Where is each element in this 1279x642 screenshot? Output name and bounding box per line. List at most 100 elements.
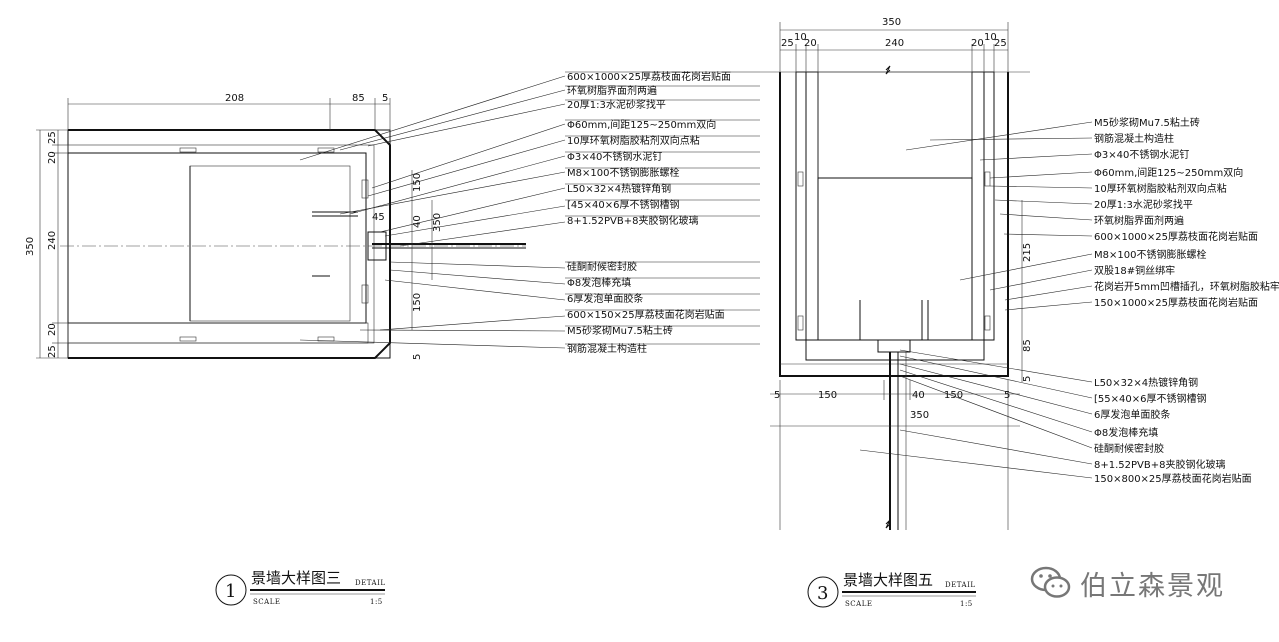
detail3-callouts-bottom: L50×32×4热镀锌角钢 [55×40×6厚不锈钢槽钢 6厚发泡单面胶条 Φ8… bbox=[1094, 376, 1252, 485]
detail3-callout: 10厚环氧树脂胶粘剂双向点粘 bbox=[1094, 182, 1227, 195]
detail1-concrete-column bbox=[189, 165, 351, 322]
detail3-callout: 20厚1:3水泥砂浆找平 bbox=[1094, 198, 1193, 211]
detail3-dim-top-6: 10 bbox=[984, 32, 997, 43]
detail1-callouts-bottom: 硅酮耐候密封胶 Φ8发泡棒充填 6厚发泡单面胶条 600×150×25厚荔枝面花… bbox=[567, 260, 725, 355]
detail1-mortar-layer bbox=[67, 144, 375, 344]
detail3-dim-top-5: 20 bbox=[971, 38, 984, 49]
detail1-detail-label: DETAIL bbox=[355, 579, 385, 587]
detail1-dim-right-2: 45 bbox=[372, 212, 385, 223]
detail1-dim-left-5: 25 bbox=[47, 345, 58, 358]
detail1-callout: M5砂浆砌Mu7.5粘土砖 bbox=[567, 324, 673, 337]
detail1-dim-right-6: 5 bbox=[412, 354, 423, 360]
detail3-dim-top-2: 10 bbox=[794, 32, 807, 43]
detail3-number: 3 bbox=[817, 583, 828, 604]
detail3-dim-bottom-5: 5 bbox=[1004, 390, 1010, 401]
detail3-callouts-right: M5砂浆砌Mu7.5粘土砖 钢筋混凝土构造柱 Φ3×40不锈钢水泥钉 Φ60mm… bbox=[1094, 116, 1279, 309]
detail3-dim-right-3: 5 bbox=[1022, 376, 1033, 382]
detail3-callout: Φ8发泡棒充填 bbox=[1094, 426, 1158, 439]
detail3-scale: 1:5 bbox=[960, 600, 973, 608]
detail3-dim-top-4: 240 bbox=[885, 38, 904, 49]
watermark-text: 伯立森景观 bbox=[1080, 570, 1225, 602]
detail1-title: 景墙大样图三 bbox=[251, 569, 341, 587]
detail1-callout: 600×1000×25厚荔枝面花岗岩贴面 bbox=[567, 70, 731, 83]
detail1-callout: 钢筋混凝土构造柱 bbox=[567, 342, 647, 355]
detail1-callout: 8+1.52PVB+8夹胶钢化玻璃 bbox=[567, 214, 698, 227]
detail1-callout: Φ3×40不锈钢水泥钉 bbox=[567, 150, 662, 163]
detail1-number-circle bbox=[215, 574, 247, 606]
wechat-icon bbox=[1030, 566, 1071, 598]
detail1-callout: 600×150×25厚荔枝面花岗岩贴面 bbox=[567, 308, 725, 321]
detail3-callout: 600×1000×25厚荔枝面花岗岩贴面 bbox=[1094, 230, 1258, 243]
detail1-callout: 环氧树脂界面剂两遍 bbox=[567, 84, 657, 97]
detail3-callout: 150×800×25厚荔枝面花岗岩贴面 bbox=[1094, 472, 1252, 485]
detail3-dim-bottom-1: 5 bbox=[774, 390, 780, 401]
detail1-scale-label: SCALE bbox=[253, 598, 280, 606]
detail3-callout: Φ3×40不锈钢水泥钉 bbox=[1094, 148, 1189, 161]
detail3-callout: 花岗岩开5mm凹槽插孔，环氧树脂胶粘牢 bbox=[1094, 280, 1279, 293]
detail3-channel-steel bbox=[877, 339, 911, 353]
detail3-stone-cladding bbox=[779, 72, 1009, 377]
detail3-callout: 钢筋混凝土构造柱 bbox=[1094, 132, 1174, 145]
detail1-dim-top-2: 85 bbox=[352, 93, 365, 104]
detail3-callout: 8+1.52PVB+8夹胶钢化玻璃 bbox=[1094, 458, 1225, 471]
detail3-dim-right-1: 215 bbox=[1022, 243, 1033, 262]
detail3-callout: 双股18#铜丝绑牢 bbox=[1094, 264, 1175, 277]
detail1-callouts-top: 600×1000×25厚荔枝面花岗岩贴面 环氧树脂界面剂两遍 20厚1:3水泥砂… bbox=[567, 70, 731, 227]
detail1-dim-top-3: 5 bbox=[382, 93, 388, 104]
detail3-callout: L50×32×4热镀锌角钢 bbox=[1094, 376, 1198, 389]
detail3-brick-wall-right bbox=[971, 71, 995, 341]
detail3-number-circle bbox=[807, 576, 839, 608]
detail3-callout: 环氧树脂界面剂两遍 bbox=[1094, 214, 1184, 227]
detail1-dim-right-1: 150 bbox=[412, 173, 423, 192]
detail1-dim-right-5: 150 bbox=[412, 293, 423, 312]
detail1-dim-left-2: 20 bbox=[47, 151, 58, 164]
detail1-brick-wall bbox=[67, 152, 367, 324]
detail1-number: 1 bbox=[225, 581, 236, 602]
detail-1-drawing: 208 85 5 350 25 20 240 20 25 150 45 40 3… bbox=[25, 70, 760, 606]
detail1-dim-left-1: 25 bbox=[47, 131, 58, 144]
detail3-dim-bottom-4: 150 bbox=[944, 390, 963, 401]
detail1-dim-left-3: 240 bbox=[47, 231, 58, 250]
detail3-title-block: 3 景墙大样图五 DETAIL SCALE 1:5 bbox=[807, 571, 976, 608]
detail1-stone-cladding bbox=[67, 129, 391, 359]
detail3-brick-wall-left bbox=[795, 71, 819, 341]
detail3-detail-label: DETAIL bbox=[945, 581, 975, 589]
detail3-callout: 6厚发泡单面胶条 bbox=[1094, 408, 1170, 421]
detail3-concrete-column bbox=[817, 177, 973, 341]
detail1-dim-right-3: 40 bbox=[412, 215, 423, 228]
detail1-dim-top-1: 208 bbox=[225, 93, 244, 104]
detail3-scale-label: SCALE bbox=[845, 600, 872, 608]
detail1-callout: Φ8发泡棒充填 bbox=[567, 276, 631, 289]
detail3-callout: [55×40×6厚不锈钢槽钢 bbox=[1094, 392, 1206, 405]
detail3-callout: 150×1000×25厚荔枝面花岗岩贴面 bbox=[1094, 296, 1258, 309]
detail1-callout: 6厚发泡单面胶条 bbox=[567, 292, 643, 305]
detail3-callout: M8×100不锈钢膨胀螺栓 bbox=[1094, 248, 1206, 261]
detail1-callout: [45×40×6厚不锈钢槽钢 bbox=[567, 198, 679, 211]
detail3-dim-right-2: 85 bbox=[1022, 339, 1033, 352]
detail1-callout: L50×32×4热镀锌角钢 bbox=[567, 182, 671, 195]
detail3-dim-top-1: 25 bbox=[781, 38, 794, 49]
detail3-dim-bottom-3: 40 bbox=[912, 390, 925, 401]
detail1-scale: 1:5 bbox=[370, 598, 383, 606]
detail3-dim-bottom-total: 350 bbox=[910, 410, 929, 421]
detail1-callout: 20厚1:3水泥砂浆找平 bbox=[567, 98, 666, 111]
detail3-callout: M5砂浆砌Mu7.5粘土砖 bbox=[1094, 116, 1200, 129]
detail3-title: 景墙大样图五 bbox=[843, 571, 933, 589]
detail1-callout: Φ60mm,间距125~250mm双向 bbox=[567, 118, 716, 131]
detail1-dim-left-4: 20 bbox=[47, 323, 58, 336]
detail1-dim-left-total: 350 bbox=[25, 237, 36, 256]
detail3-callout: Φ60mm,间距125~250mm双向 bbox=[1094, 166, 1243, 179]
detail3-dim-top-7: 25 bbox=[994, 38, 1007, 49]
detail3-callout: 硅酮耐候密封胶 bbox=[1094, 442, 1164, 455]
detail3-dim-top-3: 20 bbox=[804, 38, 817, 49]
detail3-dim-bottom-2: 150 bbox=[818, 390, 837, 401]
detail-3-drawing: 350 25 10 20 240 20 10 25 5 150 40 150 5… bbox=[760, 17, 1279, 608]
detail1-callout: 10厚环氧树脂胶粘剂双向点粘 bbox=[567, 134, 700, 147]
detail1-dim-right-4: 350 bbox=[432, 213, 443, 232]
detail3-dim-top-total: 350 bbox=[882, 17, 901, 28]
watermark: 伯立森景观 bbox=[1030, 563, 1225, 603]
detail1-callout: M8×100不锈钢膨胀螺栓 bbox=[567, 166, 679, 179]
detail1-callout: 硅酮耐候密封胶 bbox=[567, 260, 637, 273]
detail1-title-block: 1 景墙大样图三 DETAIL SCALE 1:5 bbox=[215, 569, 385, 606]
